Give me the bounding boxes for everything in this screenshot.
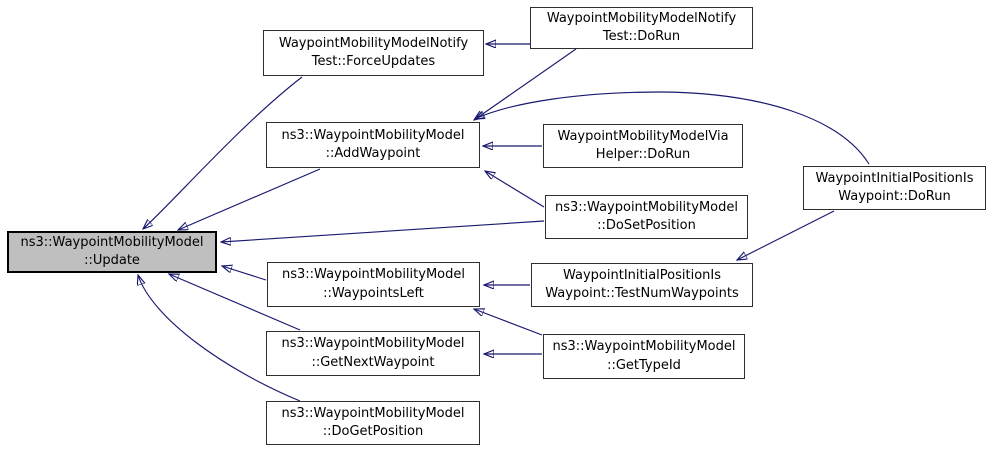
edge-getnextwaypoint-to-update [169,274,301,331]
node-label: ns3::WaypointMobilityModel [281,405,465,421]
node-label: ns3::WaypointMobilityModel [552,339,736,354]
node-force-updates[interactable]: WaypointMobilityModelNotify Test::ForceU… [263,30,484,76]
node-label: ns3::WaypointMobilityModel [282,267,465,282]
node-label: ::WaypointsLeft [323,285,424,301]
edge-gettypeid-to-waypointsleft [474,309,543,336]
node-label: ::DoGetPosition [322,424,424,439]
node-label: ns3::WaypointMobilityModel [20,234,204,250]
node-notify-test-dorun[interactable]: WaypointMobilityModelNotify Test::DoRun [530,7,753,49]
node-label: Waypoint::TestNumWaypoints [545,286,739,301]
node-label: WaypointMobilityModelNotify [546,10,737,26]
node-label: Test::DoRun [602,29,681,44]
edge-initialdorun-to-testnum [737,210,835,260]
node-add-waypoint[interactable]: ns3::WaypointMobilityModel ::AddWaypoint [266,122,480,168]
node-label: Test::ForceUpdates [311,54,436,69]
edge-dosetposition-to-addwaypoint [485,171,545,208]
edge-initialdorun-to-addwaypoint [475,91,870,165]
node-label: Waypoint::DoRun [838,189,951,204]
node-label: ns3::WaypointMobilityModel [281,336,465,351]
node-get-next-waypoint[interactable]: ns3::WaypointMobilityModel ::GetNextWayp… [266,331,480,376]
node-initial-position-dorun[interactable]: WaypointInitialPositionIs Waypoint::DoRu… [803,166,986,210]
node-label: ::DoSetPosition [597,218,696,233]
edge-notifydorun-to-addwaypoint [474,48,577,120]
node-do-get-position[interactable]: ns3::WaypointMobilityModel ::DoGetPositi… [266,401,480,445]
node-label: ::GetTypeId [607,357,681,373]
edge-addwaypoint-to-update [178,168,321,230]
node-label: ::Update [84,253,140,268]
node-get-type-id[interactable]: ns3::WaypointMobilityModel ::GetTypeId [543,334,745,379]
node-label: Helper::DoRun [595,147,691,162]
node-label: ns3::WaypointMobilityModel [281,127,465,143]
node-label: WaypointInitialPositionIs [562,267,722,283]
edge-dogetposition-to-update [138,275,301,402]
node-label: ::GetNextWaypoint [311,354,435,370]
node-label: ::AddWaypoint [325,146,421,161]
edge-waypointsleft-to-update [222,266,267,281]
node-waypoints-left[interactable]: ns3::WaypointMobilityModel ::WaypointsLe… [267,262,480,307]
node-do-set-position[interactable]: ns3::WaypointMobilityModel ::DoSetPositi… [545,195,748,239]
node-via-helper-dorun[interactable]: WaypointMobilityModelVia Helper::DoRun [543,124,743,168]
edge-dosetposition-to-update [221,220,545,242]
node-label: ns3::WaypointMobilityModel [555,199,738,215]
node-label: WaypointInitialPositionIs [815,170,974,186]
node-label: WaypointMobilityModelVia [557,128,729,144]
node-test-num-waypoints[interactable]: WaypointInitialPositionIs Waypoint::Test… [531,263,753,307]
edge-forceupdates-to-update [143,76,303,229]
node-update: ns3::WaypointMobilityModel ::Update [7,231,217,273]
node-label: WaypointMobilityModelNotify [278,35,469,51]
